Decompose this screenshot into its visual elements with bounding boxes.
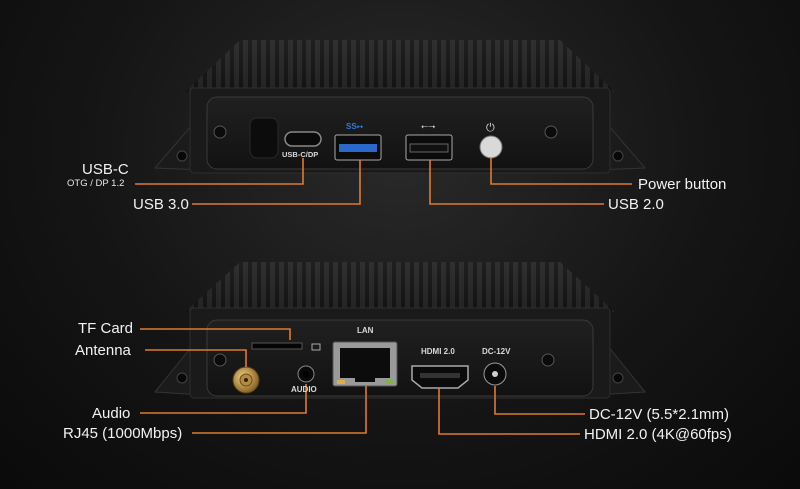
usb-c-port <box>284 131 322 147</box>
label-tf-card: TF Card <box>78 320 134 337</box>
power-button <box>479 135 503 159</box>
label-audio: Audio <box>92 405 131 422</box>
svg-text:SS⭤: SS⭤ <box>346 122 364 131</box>
svg-text:⏻: ⏻ <box>486 121 495 134</box>
label-power-button: Power button <box>638 176 727 193</box>
audio-panel-label: AUDIO <box>291 385 317 394</box>
label-usb2: USB 2.0 <box>608 196 664 213</box>
label-antenna: Antenna <box>75 342 131 359</box>
bottom-device <box>154 262 646 399</box>
lan-panel-label: LAN <box>357 326 374 335</box>
tf-card-slot <box>251 342 303 350</box>
label-dc: DC-12V (5.5*2.1mm) <box>589 406 730 423</box>
label-usb-c-sub: OTG / DP 1.2 <box>67 178 125 189</box>
label-hdmi: HDMI 2.0 (4K@60fps) <box>584 426 732 443</box>
label-usb-c: USB-C <box>82 161 129 178</box>
usbc-panel-label: USB-C/DP <box>282 150 319 159</box>
top-device: SS⭤ ⭠⭢ ⏻ <box>153 40 647 174</box>
hdmi-panel-label: HDMI 2.0 <box>421 347 455 356</box>
dc-panel-label: DC-12V <box>482 347 511 356</box>
usb2-port <box>409 143 449 153</box>
label-usb3: USB 3.0 <box>133 196 189 213</box>
label-rj45: RJ45 (1000Mbps) <box>63 425 183 442</box>
usb3-port <box>339 144 377 152</box>
leader-lines <box>135 158 632 435</box>
bottom-io-panel <box>206 319 594 397</box>
svg-text:⭠⭢: ⭠⭢ <box>421 122 435 132</box>
